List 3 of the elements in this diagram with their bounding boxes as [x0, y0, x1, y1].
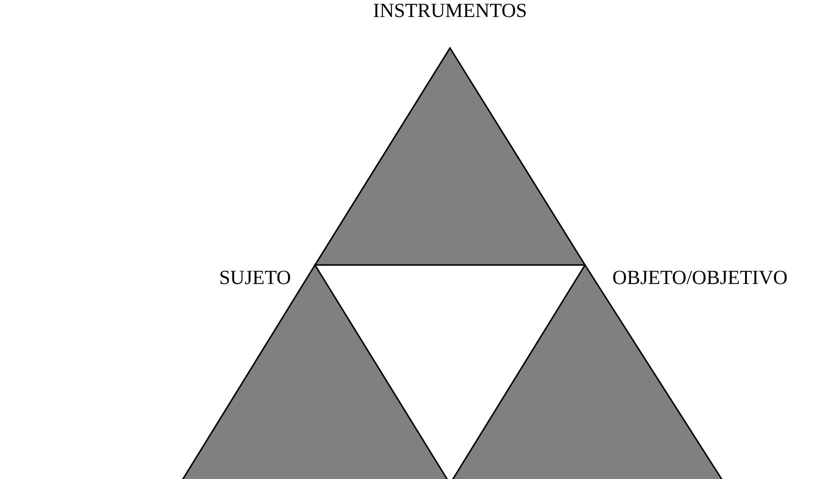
vertex-label: OBJETO/OBJETIVO — [612, 267, 788, 290]
vertex-label: SUJETO — [219, 267, 291, 290]
vertex-label: INSTRUMENTOS — [372, 0, 528, 23]
